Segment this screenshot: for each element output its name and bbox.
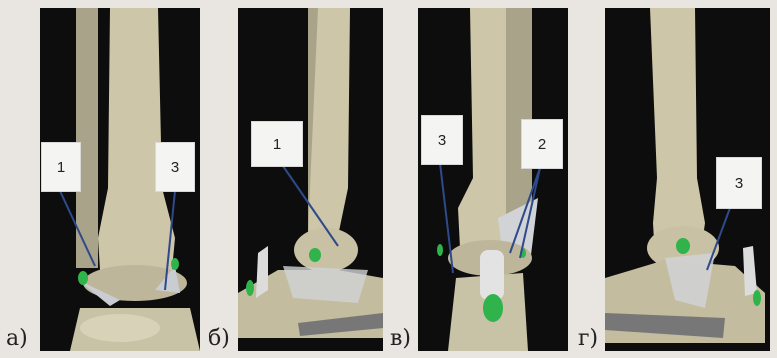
callout-3: 3 <box>422 116 462 164</box>
panel-a-letter: а) <box>6 326 28 351</box>
panel-c: 3 2 <box>418 8 568 351</box>
panel-c-letter: в) <box>390 326 411 351</box>
panel-c-illustration <box>418 8 568 351</box>
callout-1: 1 <box>252 122 302 166</box>
callout-1: 1 <box>42 143 80 191</box>
callout-3: 3 <box>717 158 761 208</box>
panel-b-letter: б) <box>208 326 230 351</box>
panel-b: 1 <box>238 8 383 351</box>
callout-2: 2 <box>522 120 562 168</box>
panel-a: 1 3 <box>40 8 200 351</box>
panel-b-illustration <box>238 8 383 351</box>
panel-d: 3 <box>605 8 770 351</box>
panel-d-letter: г) <box>578 326 598 351</box>
callout-3: 3 <box>156 143 194 191</box>
